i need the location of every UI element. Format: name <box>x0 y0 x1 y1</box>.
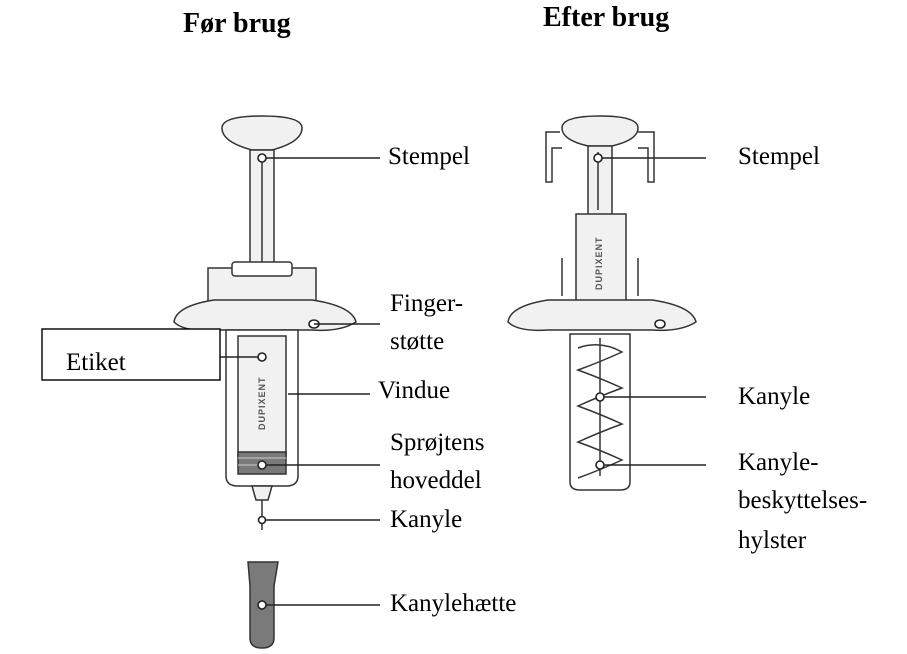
label-body-line2: hoveddel <box>390 467 482 494</box>
label-guard-line2: beskyttelses- <box>738 487 867 514</box>
plunger-clips-after <box>545 131 562 183</box>
plunger-head-before <box>221 115 303 151</box>
label-needle-before: Kanyle <box>390 506 462 533</box>
label-guard-line1: Kanyle- <box>738 449 819 476</box>
syringe-before-use: DUPIXENT <box>173 115 357 649</box>
label-guard-line3: hylster <box>738 527 807 554</box>
label-needle-after: Kanyle <box>738 383 810 410</box>
heading-after-use: Efter brug <box>543 2 669 33</box>
label-finger-grip-line2: støtte <box>390 328 444 355</box>
plunger-head-after <box>561 115 639 147</box>
finger-grip-before <box>173 299 357 332</box>
label-etiket: Etiket <box>66 349 126 376</box>
finger-grip-after <box>507 299 697 332</box>
syringe-housing-after <box>575 213 627 309</box>
label-needle-cap: Kanylehætte <box>390 590 516 617</box>
brand-text-after: DUPIXENT <box>594 236 604 290</box>
syringe-after-use: DUPIXENT <box>507 115 697 491</box>
leaders-before <box>220 153 380 610</box>
label-finger-grip-line1: Finger- <box>390 290 463 317</box>
spring-coil <box>575 344 624 479</box>
label-plunger-before: Stempel <box>388 143 470 170</box>
label-box-etiket <box>41 328 221 381</box>
label-body-line1: Sprøjtens <box>390 429 484 456</box>
label-plunger-after: Stempel <box>738 143 820 170</box>
heading-before-use: Før brug <box>183 8 291 39</box>
leaders-after <box>593 153 706 470</box>
brand-text-before: DUPIXENT <box>257 376 267 430</box>
label-window: Vindue <box>378 377 450 404</box>
